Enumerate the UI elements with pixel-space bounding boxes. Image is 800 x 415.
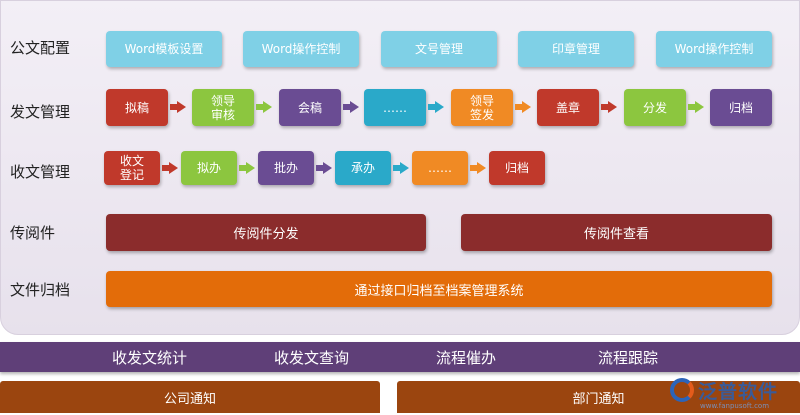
config-item-1[interactable]: Word操作控制: [243, 31, 359, 67]
send-arrow-3-shaft: [428, 104, 435, 110]
send-arrow-5-shaft: [601, 104, 608, 110]
receive-arrow-1: [246, 162, 255, 174]
send-step-0[interactable]: 拟稿: [106, 89, 168, 126]
logo-text: 泛普软件: [698, 380, 779, 403]
send-arrow-2-shaft: [343, 104, 350, 110]
receive-step-0[interactable]: 收文 登记: [104, 151, 160, 185]
send-step-1[interactable]: 领导 审核: [192, 89, 254, 126]
config-item-0[interactable]: Word模板设置: [106, 31, 222, 67]
config-item-4[interactable]: Word操作控制: [656, 31, 772, 67]
receive-arrow-3-shaft: [393, 165, 400, 171]
logo-url: www.fanpusoft.com: [700, 402, 770, 410]
send-arrow-0: [177, 101, 186, 113]
receive-arrow-0: [169, 162, 178, 174]
stats-bar: 收发文统计 收发文查询 流程催办 流程跟踪: [0, 342, 800, 372]
send-step-3[interactable]: ……: [364, 89, 426, 126]
receive-arrow-3: [400, 162, 409, 174]
logo-mark-icon: [670, 378, 694, 402]
department-notice[interactable]: 部门通知: [397, 381, 800, 413]
company-notice[interactable]: 公司通知: [0, 381, 380, 413]
receive-arrow-1-shaft: [239, 165, 246, 171]
send-arrow-3: [435, 101, 444, 113]
receive-arrow-2-shaft: [316, 165, 323, 171]
receive-step-3[interactable]: 承办: [335, 151, 391, 185]
stats-item-query[interactable]: 收发文查询: [274, 348, 350, 367]
circulate-view-bar[interactable]: 传阅件查看: [461, 214, 772, 251]
send-step-6[interactable]: 分发: [624, 89, 686, 126]
receive-step-1[interactable]: 拟办: [181, 151, 237, 185]
config-item-3[interactable]: 印章管理: [518, 31, 634, 67]
send-arrow-1: [263, 101, 272, 113]
receive-step-2[interactable]: 批办: [258, 151, 314, 185]
send-arrow-5: [608, 101, 617, 113]
row-label-config: 公文配置: [10, 39, 71, 57]
row-label-receive: 收文管理: [10, 163, 71, 181]
row-label-archive: 文件归档: [10, 281, 71, 299]
stats-item-track[interactable]: 流程跟踪: [598, 348, 659, 367]
send-step-4[interactable]: 领导 签发: [451, 89, 513, 126]
send-step-7[interactable]: 归档: [710, 89, 772, 126]
receive-arrow-0-shaft: [162, 165, 169, 171]
row-label-circulate: 传阅件: [10, 224, 56, 242]
receive-arrow-4: [477, 162, 486, 174]
send-arrow-6-shaft: [688, 104, 695, 110]
send-arrow-6: [695, 101, 704, 113]
send-arrow-0-shaft: [170, 104, 177, 110]
receive-arrow-2: [323, 162, 332, 174]
stats-item-statistics[interactable]: 收发文统计: [112, 348, 188, 367]
row-label-send: 发文管理: [10, 103, 71, 121]
receive-step-4[interactable]: ……: [412, 151, 468, 185]
send-arrow-2: [350, 101, 359, 113]
send-arrow-4: [522, 101, 531, 113]
send-arrow-4-shaft: [515, 104, 522, 110]
stats-item-urge[interactable]: 流程催办: [436, 348, 497, 367]
receive-step-5[interactable]: 归档: [489, 151, 545, 185]
send-arrow-1-shaft: [256, 104, 263, 110]
brand-logo: 泛普软件: [670, 368, 798, 412]
send-step-5[interactable]: 盖章: [537, 89, 599, 126]
archive-bar[interactable]: 通过接口归档至档案管理系统: [106, 271, 772, 307]
config-item-2[interactable]: 文号管理: [381, 31, 497, 67]
circulate-distribute-bar[interactable]: 传阅件分发: [106, 214, 426, 251]
send-step-2[interactable]: 会稿: [279, 89, 341, 126]
receive-arrow-4-shaft: [470, 165, 477, 171]
